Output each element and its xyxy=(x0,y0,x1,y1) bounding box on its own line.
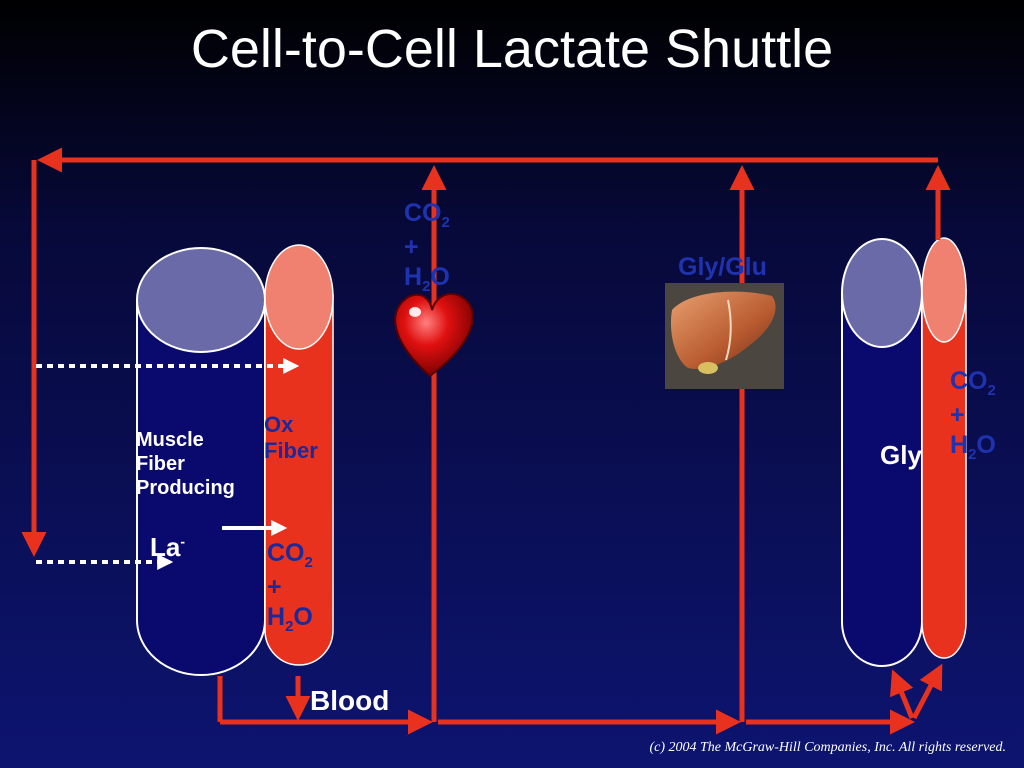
lactate-label: La- xyxy=(150,532,186,562)
right-vee-left xyxy=(890,669,915,719)
oxidative-fiber-right xyxy=(921,237,967,659)
muscle-fiber-label: Muscle Fiber Producing xyxy=(136,429,235,499)
gly-glu-label: Gly/Glu xyxy=(678,253,767,281)
diffusion-arrows xyxy=(36,358,300,570)
co2-h2o-heart: CO2 + H2O xyxy=(404,199,450,295)
copyright-notice: (c) 2004 The McGraw-Hill Companies, Inc.… xyxy=(649,740,1006,755)
blood-label: Blood xyxy=(310,685,390,716)
heart-icon xyxy=(394,292,474,378)
ox-fiber-label: Ox Fiber xyxy=(264,412,318,464)
co2-h2o-left: CO2 + H2O xyxy=(267,539,313,635)
circulation-arrows xyxy=(21,147,951,735)
co2-h2o-right: CO2 + H2O xyxy=(950,367,996,463)
right-vee-right xyxy=(911,663,943,720)
muscle-fiber-right xyxy=(841,238,923,667)
producing-muscle-fiber xyxy=(136,247,266,676)
ox-fiber-cap xyxy=(264,244,334,350)
page-title: Cell-to-Cell Lactate Shuttle xyxy=(190,19,834,79)
ox-fiber-cap-right xyxy=(921,237,967,343)
oxidative-fiber-left xyxy=(264,244,334,666)
liver-icon xyxy=(665,283,784,389)
fiber-cap-right xyxy=(841,238,923,348)
gly-label: Gly xyxy=(880,440,922,470)
fiber-cap xyxy=(136,247,266,353)
